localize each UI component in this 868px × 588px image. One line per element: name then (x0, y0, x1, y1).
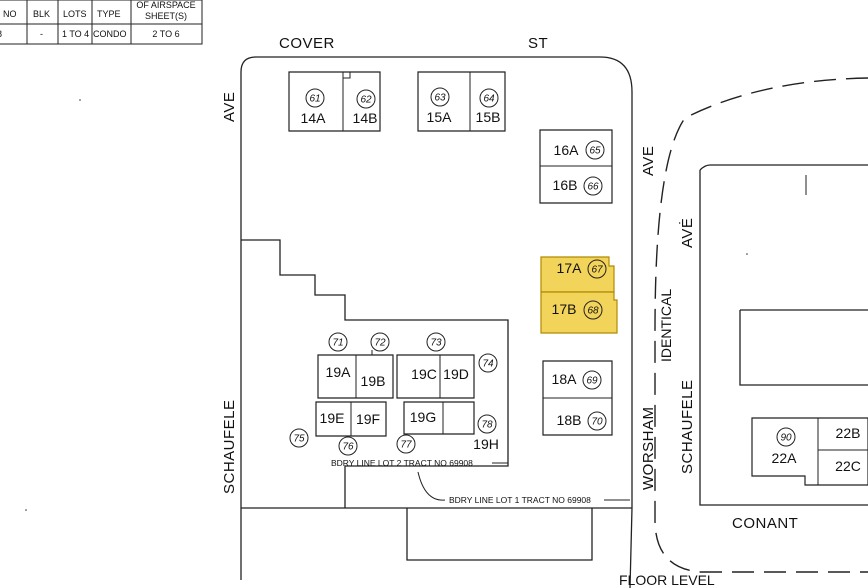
right-block (654, 77, 868, 573)
street-ave-right: AVĖ (678, 218, 696, 248)
unit-num-66: 66 (587, 182, 599, 193)
unit-num-61: 61 (309, 94, 320, 105)
floor-level-label: FLOOR LEVEL (619, 572, 715, 588)
lot-table: NO BLK LOTS TYPE OF AIRSPACE SHEET(S) 8 … (0, 0, 203, 45)
parcel-outline (240, 56, 633, 588)
unit-label-16a: 16A (554, 142, 580, 158)
unit-markers: 61 14A 62 14B 63 15A 64 15B 65 16A 66 16… (289, 87, 861, 474)
boundary-note-lot1: BDRY LINE LOT 1 TRACT NO 69908 (449, 495, 591, 505)
unit-label-19h: 19H (473, 436, 499, 452)
street-cover: COVER (279, 35, 335, 52)
street-worsham: WORSHAM (640, 407, 657, 491)
unit-label-18a: 18A (552, 371, 578, 387)
street-schaufele-left: SCHAUFELE (221, 399, 238, 494)
unit-label-19c: 19C (411, 366, 437, 382)
unit-num-70: 70 (591, 417, 603, 428)
table-header-type: TYPE (97, 9, 121, 19)
street-ave-left: AVE (221, 92, 238, 122)
unit-num-65: 65 (589, 146, 601, 157)
table-header-sheets: SHEET(S) (145, 11, 187, 21)
unit-num-75: 75 (293, 434, 305, 445)
unit-num-62: 62 (360, 95, 372, 106)
table-header-blk: BLK (33, 9, 50, 19)
unit-num-69: 69 (586, 376, 598, 387)
street-st: ST (528, 35, 548, 52)
boundary-leaders (417, 450, 630, 501)
unit-label-16b: 16B (553, 177, 578, 193)
unit-label-19a: 19A (326, 364, 352, 380)
street-conant: CONANT (732, 515, 798, 532)
unit-num-67: 67 (591, 265, 603, 276)
unit-label-19g: 19G (410, 409, 436, 425)
boundary-note-lot2: BDRY LINE LOT 2 TRACT NO 69908 (331, 458, 473, 468)
unit-label-22c: 22C (835, 458, 861, 474)
table-cell-lots: 1 TO 4 (62, 29, 89, 39)
unit-label-17a: 17A (557, 260, 583, 276)
unit-num-64: 64 (483, 94, 495, 105)
stray-marks (25, 99, 748, 511)
street-ave-mid: AVE (640, 146, 657, 176)
street-schaufele-right: SCHAUFELE (679, 379, 696, 474)
unit-label-19e: 19E (320, 410, 345, 426)
street-labels: COVER ST AVE SCHAUFELE AVE WORSHAM IDENT… (221, 35, 798, 588)
table-header-lots: LOTS (63, 9, 87, 19)
unit-label-18b: 18B (557, 412, 582, 428)
unit-label-22a: 22A (772, 450, 798, 466)
table-cell-no: 8 (0, 29, 2, 39)
table-cell-blk: - (40, 29, 43, 39)
table-cell-sheets: 2 TO 6 (152, 29, 179, 39)
table-header-no: NO (3, 9, 17, 19)
unit-num-77: 77 (400, 440, 412, 451)
building-14 (288, 71, 381, 132)
unit-label-19d: 19D (443, 366, 469, 382)
unit-label-14b: 14B (353, 110, 378, 126)
unit-label-22b: 22B (836, 425, 861, 441)
table-header-airspace: OF AIRSPACE (136, 0, 195, 10)
unit-num-90: 90 (780, 433, 792, 444)
unit-num-74: 74 (482, 359, 494, 370)
unit-num-71: 71 (332, 338, 343, 349)
unit-label-19b: 19B (361, 373, 386, 389)
street-identical: IDENTICAL (658, 289, 674, 362)
unit-label-15a: 15A (427, 109, 453, 125)
table-cell-type: CONDO (93, 29, 127, 39)
building-15 (417, 71, 506, 132)
unit-num-73: 73 (430, 338, 442, 349)
unit-label-17b: 17B (552, 301, 577, 317)
unit-num-68: 68 (587, 306, 599, 317)
unit-label-19f: 19F (356, 411, 380, 427)
unit-num-78: 78 (481, 420, 493, 431)
unit-label-15b: 15B (476, 109, 501, 125)
unit-num-63: 63 (434, 93, 446, 104)
unit-num-72: 72 (374, 338, 386, 349)
unit-num-76: 76 (342, 442, 354, 453)
building-19-cluster (315, 350, 475, 437)
unit-label-14a: 14A (301, 110, 327, 126)
